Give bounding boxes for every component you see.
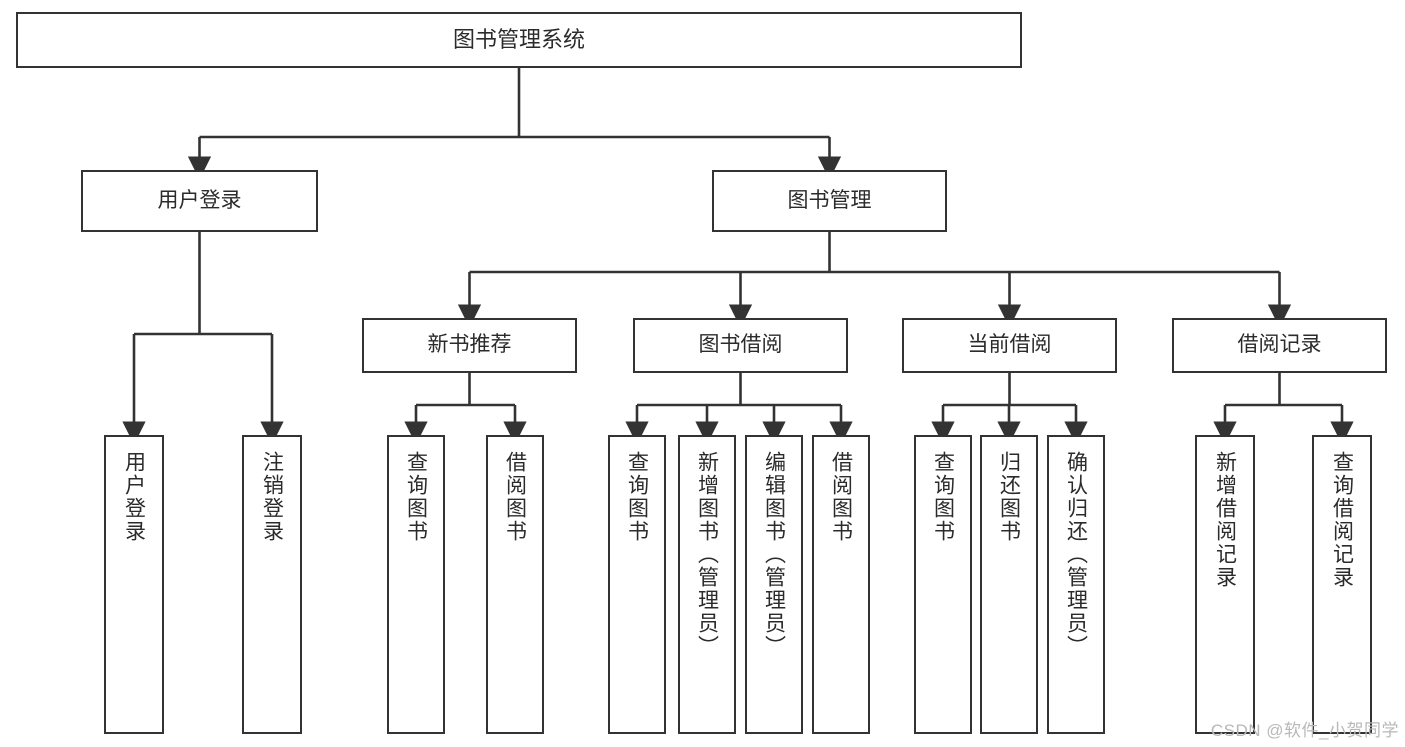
node-label: 图书借阅 [698, 333, 783, 357]
node-label: 图书管理 [787, 188, 872, 212]
node-leaf-user-login[interactable]: 用户登录 [104, 435, 164, 734]
node-label: 用户登录 [122, 451, 146, 543]
connector-lines [122, 68, 1354, 445]
node-leaf-borrow-add[interactable]: 新增图书（管理员） [678, 435, 736, 734]
node-label: 查询图书 [625, 451, 649, 543]
node-label: 当前借阅 [967, 333, 1052, 357]
node-label: 确认归还（管理员） [1064, 451, 1088, 658]
node-label: 归还图书 [997, 451, 1021, 543]
node-label: 新增借阅记录 [1213, 451, 1237, 589]
node-book-borrow[interactable]: 图书借阅 [633, 318, 848, 373]
node-leaf-borrow-edit[interactable]: 编辑图书（管理员） [745, 435, 803, 734]
node-leaf-cur-confirm[interactable]: 确认归还（管理员） [1047, 435, 1105, 734]
node-borrow-record[interactable]: 借阅记录 [1172, 318, 1387, 373]
node-leaf-user-logout[interactable]: 注销登录 [242, 435, 302, 734]
node-leaf-cur-query[interactable]: 查询图书 [914, 435, 972, 734]
watermark-text: CSDN @软件_小贺同学 [1210, 721, 1399, 740]
node-label: 用户登录 [157, 188, 242, 212]
node-label: 查询图书 [931, 451, 955, 543]
node-leaf-rec-borrow[interactable]: 借阅图书 [486, 435, 544, 734]
node-label: 新书推荐 [427, 333, 512, 357]
node-label: 查询图书 [404, 451, 428, 543]
node-label: 注销登录 [260, 451, 284, 543]
node-new-book-rec[interactable]: 新书推荐 [362, 318, 577, 373]
node-leaf-rec-query[interactable]: 查询图书 [387, 435, 445, 734]
node-label: 编辑图书（管理员） [762, 451, 786, 658]
node-book-manage[interactable]: 图书管理 [712, 170, 947, 232]
node-current-borrow[interactable]: 当前借阅 [902, 318, 1117, 373]
node-label: 借阅图书 [503, 451, 527, 543]
node-leaf-cur-return[interactable]: 归还图书 [980, 435, 1038, 734]
node-leaf-rec-query2[interactable]: 查询借阅记录 [1312, 435, 1372, 734]
node-leaf-borrow-query[interactable]: 查询图书 [608, 435, 666, 734]
node-label: 借阅记录 [1237, 333, 1322, 357]
node-label: 新增图书（管理员） [695, 451, 719, 658]
node-label: 图书管理系统 [452, 27, 585, 53]
node-leaf-rec-add[interactable]: 新增借阅记录 [1195, 435, 1255, 734]
node-label: 查询借阅记录 [1330, 451, 1354, 589]
node-label: 借阅图书 [829, 451, 853, 543]
node-root[interactable]: 图书管理系统 [16, 12, 1022, 68]
node-leaf-borrow-do[interactable]: 借阅图书 [812, 435, 870, 734]
node-user-login[interactable]: 用户登录 [81, 170, 318, 232]
